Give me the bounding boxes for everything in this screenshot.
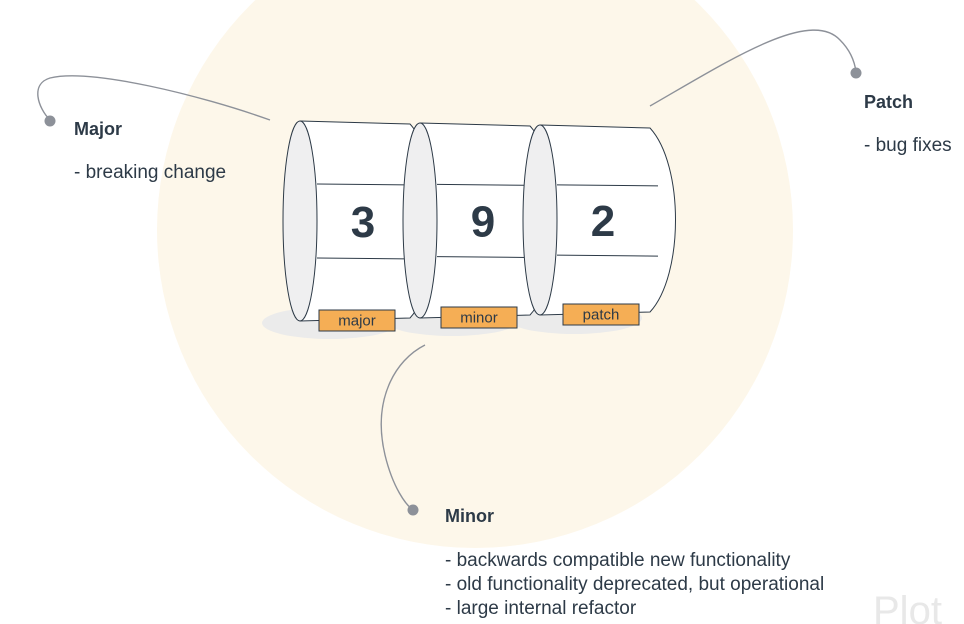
major-description: - breaking change	[74, 161, 226, 185]
reel-patch: 2 patch	[522, 124, 676, 326]
reel-divider	[316, 257, 419, 260]
reel-side	[282, 120, 318, 322]
version-reels: 3 major 9 minor 2 patch	[282, 120, 676, 332]
patch-connector-dot	[850, 67, 862, 79]
reel-major: 3 major	[282, 120, 436, 332]
minor-title: Minor	[445, 506, 494, 526]
reel-minor: 9 minor	[402, 122, 556, 329]
watermark-text: Plot	[873, 589, 942, 624]
patch-description: - bug fixes	[864, 134, 952, 158]
reel-side	[522, 124, 558, 316]
major-connector-line	[37, 75, 271, 121]
major-description-item: - breaking change	[74, 162, 227, 183]
reel-tag-label: patch	[583, 307, 620, 324]
reel-side	[402, 122, 438, 319]
major-connector-dot	[44, 115, 56, 127]
reel-digit: 9	[471, 198, 495, 247]
reel-divider	[556, 254, 659, 257]
minor-connector-line	[380, 344, 426, 511]
reel-tag-label: major	[338, 313, 376, 330]
reel-divider	[436, 256, 539, 259]
reel-body	[539, 124, 676, 316]
minor-description-item: - backwards compatible new functionality	[445, 550, 791, 571]
patch-title: Patch	[864, 92, 914, 112]
reel-tag	[440, 306, 518, 329]
reel-tag-label: minor	[460, 310, 498, 327]
reel-divider	[436, 183, 539, 186]
reel-digit: 2	[591, 197, 615, 246]
reel-tag	[562, 303, 640, 326]
minor-description-item: - old functionality deprecated, but oper…	[445, 574, 825, 595]
reel-divider	[556, 184, 659, 187]
major-title: Major	[74, 119, 123, 139]
reel-digit: 3	[351, 198, 375, 247]
patch-connector-line	[649, 29, 857, 107]
minor-description-item: - large internal refactor	[445, 598, 637, 619]
minor-connector-dot	[407, 504, 419, 516]
minor-description: - backwards compatible new functionality…	[445, 549, 824, 621]
reel-tag	[318, 309, 396, 332]
patch-description-item: - bug fixes	[864, 135, 952, 156]
reel-divider	[316, 183, 419, 186]
